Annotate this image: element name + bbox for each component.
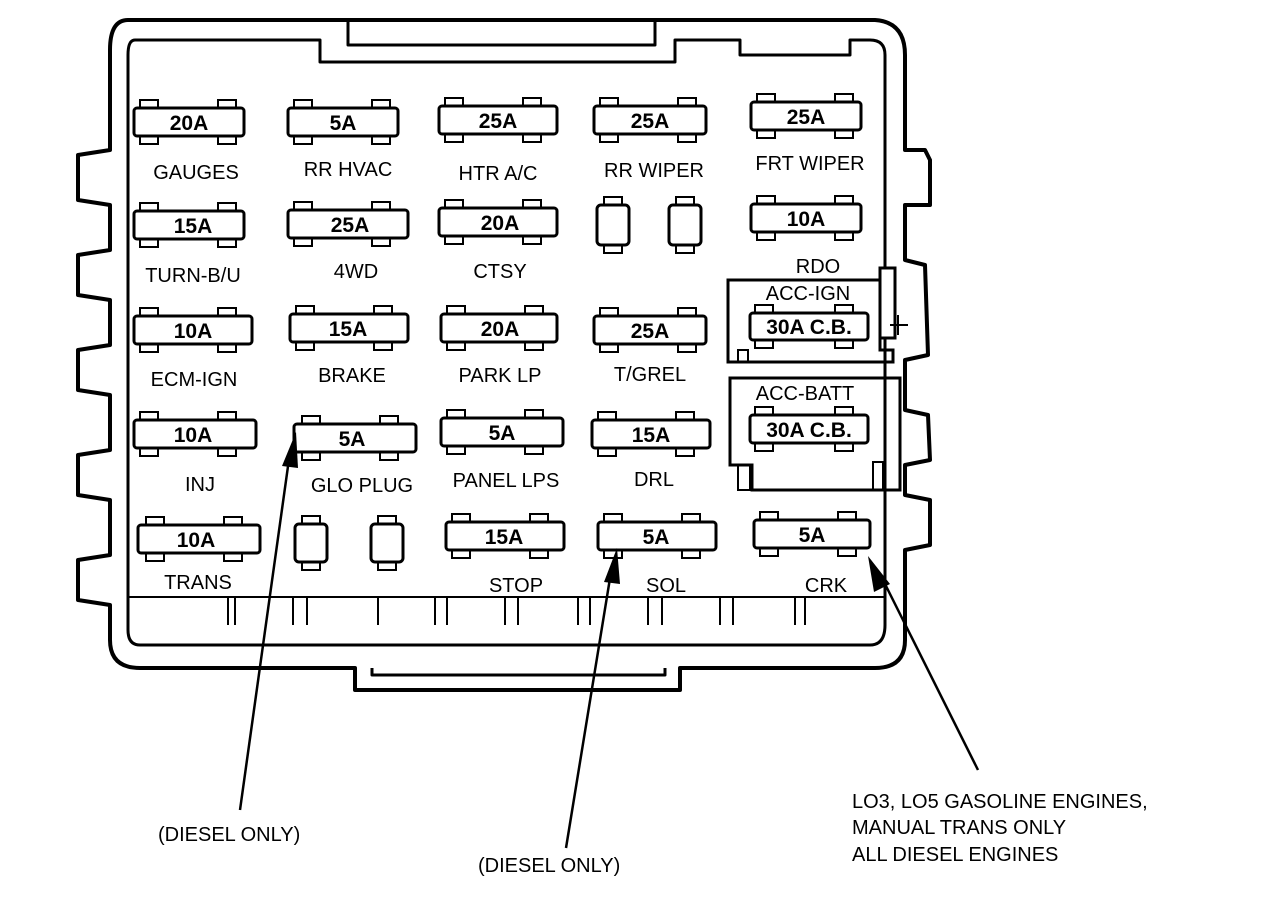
fuse-rating: 25A: [331, 214, 370, 237]
fuse-sol: 5A SOL: [596, 513, 718, 597]
fuse-rating: 10A: [174, 320, 213, 343]
fuse-rating: 25A: [787, 106, 826, 129]
leader-engines: [868, 556, 980, 771]
fuse-rating: 5A: [330, 112, 357, 135]
fuse-label: TRANS: [164, 572, 232, 594]
fuse-label: ECM-IGN: [151, 369, 238, 391]
fuse-block-housing: [76, 18, 932, 692]
fuse-label: GLO PLUG: [311, 475, 413, 497]
fuse-label: BRAKE: [318, 365, 386, 387]
note-engines-line1: LO3, LO5 GASOLINE ENGINES,: [852, 791, 1148, 813]
fuse-label: FRT WIPER: [755, 153, 864, 175]
fuse-trans: 10A TRANS: [136, 516, 262, 594]
terminal-strip: [227, 597, 806, 625]
fuse-inj: 10A INJ: [132, 411, 258, 496]
fuse-rdo: 10A RDO: [749, 195, 863, 278]
fuse-park-lp: 20A PARK LP: [439, 305, 559, 387]
fuse-glo-plug: 5A GLO PLUG: [292, 415, 418, 497]
fuse-rating: 15A: [485, 526, 524, 549]
fuse-label: CRK: [805, 575, 848, 597]
fuse-panel-lps: 5A PANEL LPS: [439, 409, 565, 492]
leader-diesel-left: [238, 432, 298, 811]
note-diesel-only-center: (DIESEL ONLY): [478, 855, 620, 877]
fuse-rr-wiper: 25A RR WIPER: [592, 97, 708, 182]
fuse-turn-bu: 15A TURN-B/U: [132, 202, 246, 287]
fuse-rating: 15A: [174, 215, 213, 238]
fuse-label: RDO: [796, 256, 840, 278]
fuse-label: SOL: [646, 575, 686, 597]
breaker-rating: 30A C.B.: [766, 419, 852, 442]
fuse-frt-wiper: 25A FRT WIPER: [749, 93, 865, 175]
fuse-rating: 10A: [787, 208, 826, 231]
fuse-label: CTSY: [473, 261, 526, 283]
fuse-rating: 20A: [481, 318, 520, 341]
fuse-4wd: 25A 4WD: [286, 201, 410, 283]
fuse-label: HTR A/C: [459, 163, 538, 185]
fuse-label: GAUGES: [153, 162, 239, 184]
breaker-acc-ign: 30A C.B. ACC-IGN: [726, 266, 908, 364]
fuse-label: STOP: [489, 575, 543, 597]
fuse-label: RR WIPER: [604, 160, 704, 182]
fuse-htr-ac: 25A HTR A/C: [437, 97, 559, 185]
fuse-rating: 10A: [177, 529, 216, 552]
fuse-rating: 25A: [631, 110, 670, 133]
breaker-acc-batt: 30A C.B. ACC-BATT: [728, 376, 902, 492]
fuse-ecm-ign: 10A ECM-IGN: [132, 307, 254, 391]
breaker-label: ACC-BATT: [756, 383, 855, 405]
fuse-rating: 15A: [329, 318, 368, 341]
leader-diesel-center: [564, 548, 620, 849]
fuse-label: PARK LP: [459, 365, 542, 387]
fuse-label: 4WD: [334, 261, 378, 283]
fuse-label: RR HVAC: [304, 159, 393, 181]
fuse-rating: 25A: [479, 110, 518, 133]
fuse-rating: 5A: [339, 428, 366, 451]
fuse-label: DRL: [634, 469, 674, 491]
fuse-label: PANEL LPS: [453, 470, 560, 492]
fuse-rating: 5A: [643, 526, 670, 549]
empty-fuse-slot: [293, 515, 329, 571]
fuse-brake: 15A BRAKE: [288, 305, 410, 387]
fuse-label: TURN-B/U: [145, 265, 241, 287]
fuse-crk: 5A CRK: [752, 511, 872, 597]
fuse-rating: 10A: [174, 424, 213, 447]
note-engines-line3: ALL DIESEL ENGINES: [852, 844, 1058, 866]
empty-fuse-slot: [595, 196, 631, 254]
empty-fuse-slot: [369, 515, 405, 571]
fuse-ctsy: 20A CTSY: [437, 199, 559, 283]
empty-fuse-slot: [667, 196, 703, 254]
fuse-gauges: 20A GAUGES: [132, 99, 246, 184]
fuse-label: INJ: [185, 474, 215, 496]
fuse-rating: 25A: [631, 320, 670, 343]
fuse-rr-hvac: 5A RR HVAC: [286, 99, 400, 181]
fuse-rating: 20A: [170, 112, 209, 135]
fuse-tgrel: 25A T/GREL: [592, 307, 708, 386]
fuse-drl: 15A DRL: [590, 411, 712, 491]
fuse-rating: 20A: [481, 212, 520, 235]
fuse-rating: 5A: [489, 422, 516, 445]
fuse-rating: 15A: [632, 424, 671, 447]
note-engines-line2: MANUAL TRANS ONLY: [852, 817, 1066, 839]
fuse-stop: 15A STOP: [444, 513, 566, 597]
note-diesel-only-left: (DIESEL ONLY): [158, 824, 300, 846]
fuse-rating: 5A: [799, 524, 826, 547]
breaker-label: ACC-IGN: [766, 283, 850, 305]
breaker-rating: 30A C.B.: [766, 316, 852, 339]
fuse-label: T/GREL: [614, 364, 686, 386]
